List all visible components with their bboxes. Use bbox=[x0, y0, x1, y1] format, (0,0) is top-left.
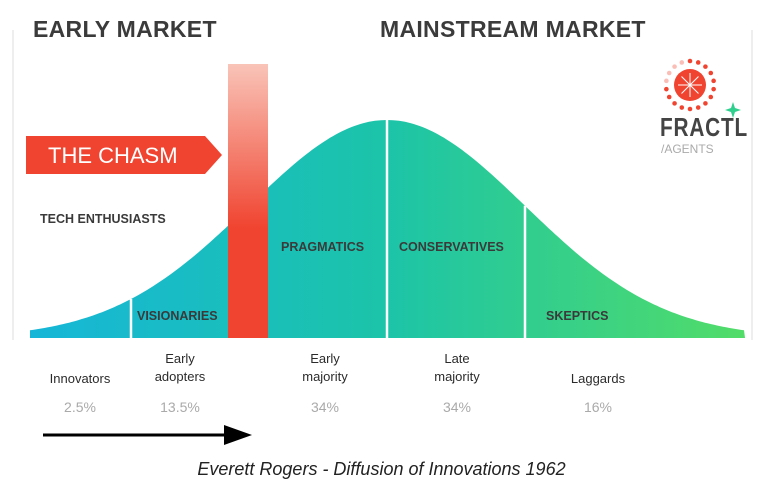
logo-dot bbox=[679, 105, 685, 110]
logo-name: FRACTL bbox=[660, 112, 748, 142]
segment-skeptics: SKEPTICS bbox=[546, 309, 609, 323]
arrow-head-icon bbox=[224, 425, 252, 445]
caption: Everett Rogers - Diffusion of Innovation… bbox=[197, 459, 566, 479]
logo-dot bbox=[711, 86, 716, 92]
logo-snowflake-stroke bbox=[681, 84, 691, 94]
category-innovators: Innovators bbox=[49, 371, 111, 386]
mainstream-market-heading: MAINSTREAM MARKET bbox=[380, 16, 646, 42]
logo-dot bbox=[703, 64, 708, 69]
logo-dot bbox=[672, 64, 677, 69]
chasm-label: THE CHASM bbox=[48, 143, 178, 168]
frame-line-left bbox=[12, 30, 14, 340]
logo-dot bbox=[679, 60, 685, 65]
frame-line-right bbox=[751, 30, 753, 340]
segment-conservatives: CONSERVATIVES bbox=[399, 240, 504, 254]
logo-dot bbox=[664, 78, 669, 84]
logo-dot bbox=[695, 60, 701, 65]
logo-dot bbox=[711, 78, 716, 84]
early-market-heading: EARLY MARKET bbox=[33, 16, 217, 42]
pct-early-adopters: 13.5% bbox=[160, 399, 200, 415]
logo-dot bbox=[695, 105, 701, 110]
logo-dot bbox=[666, 70, 672, 76]
category-late-majority: Late majority bbox=[434, 351, 480, 384]
logo-dot bbox=[664, 86, 669, 92]
fractl-logo-icon bbox=[664, 58, 741, 118]
segment-tech-enthusiasts: TECH ENTHUSIASTS bbox=[40, 212, 166, 226]
logo-dot bbox=[708, 70, 714, 76]
sparkle-icon bbox=[725, 102, 741, 118]
chasm-tag bbox=[26, 136, 222, 174]
logo-dot bbox=[687, 58, 693, 64]
logo-dot bbox=[708, 94, 714, 100]
logo-dot bbox=[687, 106, 693, 112]
segment-visionaries: VISIONARIES bbox=[137, 309, 218, 323]
logo-snowflake-stroke bbox=[689, 76, 699, 86]
logo-snowflake-stroke bbox=[689, 84, 699, 94]
logo-snowflake-stroke bbox=[681, 76, 691, 86]
logo-dot bbox=[672, 101, 677, 106]
category-laggards: Laggards bbox=[570, 371, 626, 386]
chasm-bar bbox=[228, 64, 268, 338]
category-early-majority: Early majority bbox=[302, 351, 348, 384]
category-early-adopters: Early adopters bbox=[154, 351, 206, 384]
segment-pragmatics: PRAGMATICS bbox=[281, 240, 365, 254]
pct-laggards: 16% bbox=[583, 399, 613, 415]
pct-early-majority: 34% bbox=[310, 399, 340, 415]
logo-dot bbox=[666, 94, 672, 100]
logo-dot bbox=[703, 101, 708, 106]
pct-late-majority: 34% bbox=[442, 399, 472, 415]
pct-innovators: 2.5% bbox=[64, 399, 96, 415]
logo-subtitle: /AGENTS bbox=[661, 142, 714, 156]
